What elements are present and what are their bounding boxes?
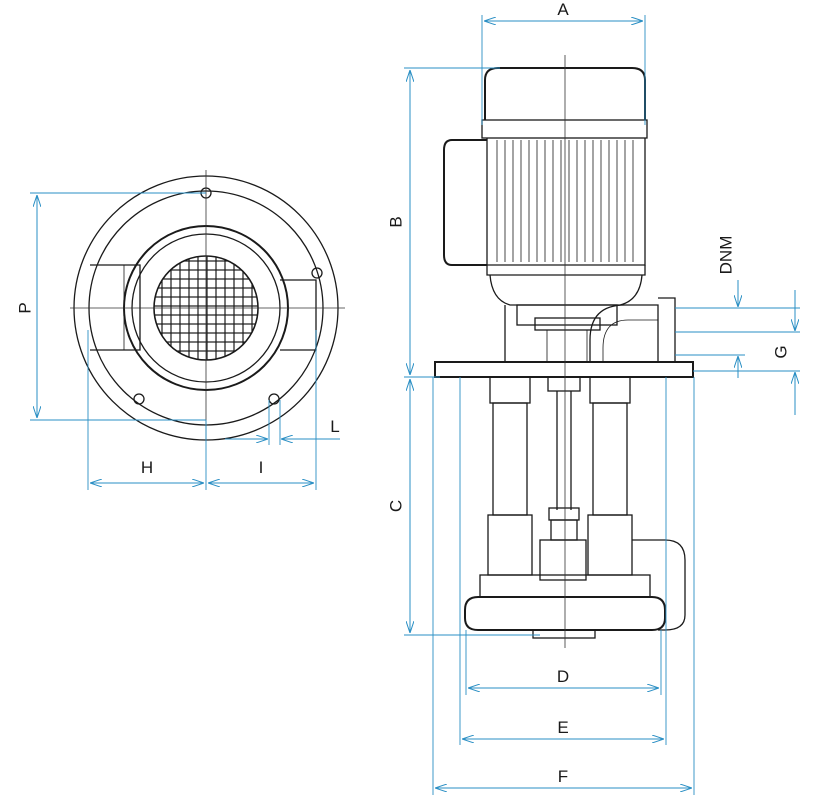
label-a: A xyxy=(557,0,569,19)
dimension-dnm-g: DNM G xyxy=(675,236,800,415)
motor-fins xyxy=(496,140,634,262)
label-p: P xyxy=(15,302,34,313)
left-boss xyxy=(90,264,141,351)
fan-cover-rim xyxy=(481,119,648,139)
label-g: G xyxy=(771,345,790,358)
motor-body xyxy=(486,138,646,266)
label-i: I xyxy=(259,458,264,477)
outlet-flange xyxy=(658,297,676,363)
dimension-h-i-l: H I L xyxy=(87,330,340,490)
side-view xyxy=(434,55,694,648)
top-view xyxy=(70,170,345,441)
left-column-collar xyxy=(489,376,531,404)
dimension-d-e-f: D E F xyxy=(432,377,695,795)
suction-inlet xyxy=(532,629,596,639)
label-f: F xyxy=(558,767,568,786)
motor-flange xyxy=(489,274,643,306)
volute xyxy=(632,539,686,631)
dimension-b-c: B C xyxy=(386,67,540,636)
right-column-collar xyxy=(589,376,631,404)
dimension-p: P xyxy=(15,192,206,421)
right-boss xyxy=(280,279,317,351)
label-l: L xyxy=(330,417,339,436)
bolt-hole-icon xyxy=(268,393,280,405)
mounting-plate xyxy=(434,361,694,378)
label-d: D xyxy=(557,667,569,686)
left-column xyxy=(492,402,528,516)
bolt-hole-icon xyxy=(133,393,145,405)
label-b: B xyxy=(386,216,405,227)
label-dnm: DNM xyxy=(716,236,735,275)
bolt-hole-icon xyxy=(311,267,323,279)
label-c: C xyxy=(386,500,405,512)
terminal-box xyxy=(443,139,487,266)
label-h: H xyxy=(141,458,153,477)
pump-base xyxy=(464,596,666,631)
right-column xyxy=(592,402,628,516)
discharge-elbow xyxy=(589,304,659,363)
dimension-a: A xyxy=(481,0,646,125)
label-e: E xyxy=(557,718,568,737)
